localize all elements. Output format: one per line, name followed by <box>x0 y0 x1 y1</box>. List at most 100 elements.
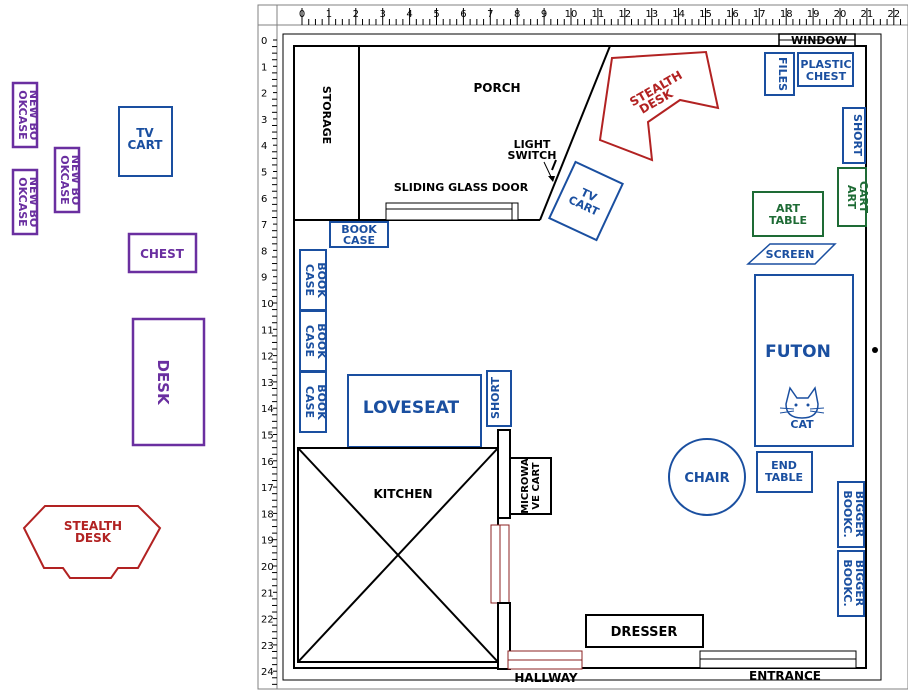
bookcase-left-1-label-2: CASE <box>303 264 316 296</box>
futon-label: FUTON <box>765 342 831 362</box>
loveseat[interactable]: LOVESEAT <box>347 374 482 448</box>
bigger-bookcase-2[interactable]: BIGGER BOOKC. <box>837 550 866 617</box>
chest-unplaced-label: CHEST <box>140 247 185 261</box>
cat-label: CAT <box>790 418 814 431</box>
stealth-desk-room[interactable]: STEALTH DESK <box>598 50 720 162</box>
bookcase-left-1[interactable]: BOOK CASE <box>299 249 328 311</box>
bookcase-left-3-label-2: CASE <box>303 386 316 418</box>
art-cart[interactable]: ART CART <box>837 167 870 227</box>
files[interactable]: FILES <box>764 52 795 96</box>
left-ruler-label: 24 <box>261 667 274 678</box>
left-ruler-label: 15 <box>261 431 274 442</box>
left-ruler-label: 21 <box>261 588 274 599</box>
left-ruler-label: 10 <box>261 299 274 310</box>
short-bookcase-top[interactable]: SHORT <box>842 107 866 164</box>
bookcase-left-2-label-1: BOOK <box>315 323 328 359</box>
tv-cart-unplaced-label-2: CART <box>128 138 164 152</box>
plastic-chest-label-1: PLASTIC <box>800 58 851 71</box>
window: WINDOW <box>778 33 856 47</box>
chair-label: CHAIR <box>684 471 729 486</box>
art-table[interactable]: ART TABLE <box>752 191 824 237</box>
left-ruler-label: 16 <box>261 457 274 468</box>
art-table-label-1: ART <box>776 202 800 215</box>
bigger-bookcase-1-label-2: BOOKC. <box>841 490 854 537</box>
screen[interactable]: SCREEN <box>746 243 837 265</box>
bookcase-top-label-1: BOOK <box>341 223 377 236</box>
entrance-label: ENTRANCE <box>749 669 821 683</box>
sliding-glass-door-label: SLIDING GLASS DOOR <box>394 181 529 194</box>
bookcase-top[interactable]: BOOK CASE <box>329 221 389 248</box>
chest-unplaced[interactable]: CHEST <box>127 232 198 274</box>
plastic-chest[interactable]: PLASTIC CHEST <box>797 52 854 87</box>
desk-unplaced[interactable]: DESK <box>131 317 206 447</box>
left-ruler-label: 6 <box>261 194 267 205</box>
left-ruler-label: 9 <box>261 273 267 284</box>
microwave-cart[interactable]: MICROWA VE CART <box>509 457 552 515</box>
left-ruler-label: 1 <box>261 62 267 73</box>
kitchen: KITCHEN <box>297 447 499 663</box>
art-cart-label-1: ART <box>845 185 858 209</box>
light-switch-label-line1: LIGHT <box>514 138 551 151</box>
left-ruler-label: 23 <box>261 641 274 652</box>
new-bookcase-a-label-1: NEW BO <box>27 90 40 140</box>
short-mid-label: SHORT <box>489 377 502 419</box>
new-bookcase-a[interactable]: NEW BO OKCASE <box>11 81 40 149</box>
bookcase-top-label-2: CASE <box>343 234 375 247</box>
loveseat-label: LOVESEAT <box>363 398 460 418</box>
files-label: FILES <box>776 57 789 91</box>
screen-label: SCREEN <box>766 248 815 261</box>
left-ruler-label: 8 <box>261 246 267 257</box>
entrance-door <box>699 650 857 669</box>
new-bookcase-b[interactable]: NEW BO OKCASE <box>11 168 40 236</box>
window-label: WINDOW <box>791 34 847 47</box>
end-table[interactable]: END TABLE <box>756 451 813 493</box>
porch-label: PORCH <box>473 81 520 95</box>
left-ruler-label: 12 <box>261 352 274 363</box>
left-ruler-label: 5 <box>261 168 267 179</box>
outlet-dot <box>872 347 878 353</box>
left-ruler-label: 7 <box>261 220 267 231</box>
new-bookcase-b-label-2: OKCASE <box>16 177 29 226</box>
stealth-desk-unplaced-label-1: STEALTH <box>64 519 122 533</box>
plastic-chest-label-2: CHEST <box>806 70 847 83</box>
bookcase-left-1-label-1: BOOK <box>315 262 328 298</box>
dresser-label: DRESSER <box>611 625 678 640</box>
storage-label: STORAGE <box>320 86 333 144</box>
light-switch-arrow-icon <box>548 176 555 182</box>
light-switch-label-line2: SWITCH <box>508 149 557 162</box>
new-bookcase-b-label-1: NEW BO <box>27 177 40 227</box>
left-ruler-label: 18 <box>261 509 274 520</box>
stealth-desk-unplaced-label-2: DESK <box>75 531 112 545</box>
left-ruler-label: 22 <box>261 615 274 626</box>
left-ruler-label: 14 <box>261 404 274 415</box>
left-ruler-label: 3 <box>261 115 267 126</box>
new-bookcase-c[interactable]: NEW BO OKCASE <box>53 146 82 214</box>
bookcase-left-3[interactable]: BOOK CASE <box>299 371 328 433</box>
left-ruler-label: 11 <box>261 325 274 336</box>
new-bookcase-c-label-2: OKCASE <box>58 155 71 204</box>
bigger-bookcase-1[interactable]: BIGGER BOOKC. <box>837 481 866 548</box>
new-bookcase-a-label-2: OKCASE <box>16 90 29 139</box>
hallway-doors <box>490 524 583 670</box>
short-bookcase-mid[interactable]: SHORT <box>486 370 512 427</box>
bigger-bookcase-2-label-2: BOOKC. <box>841 559 854 606</box>
cat: CAT <box>779 386 825 431</box>
dresser[interactable]: DRESSER <box>585 614 704 648</box>
sliding-glass-door <box>385 202 519 221</box>
left-ruler-label: 2 <box>261 89 267 100</box>
stealth-desk-unplaced[interactable]: STEALTH DESK <box>22 505 162 579</box>
microwave-cart-label-2: VE CART <box>531 462 542 509</box>
chair[interactable]: CHAIR <box>668 438 746 516</box>
desk-unplaced-label: DESK <box>154 359 172 406</box>
microwave-cart-label-1: MICROWA <box>520 458 531 514</box>
left-ruler-label: 4 <box>261 141 267 152</box>
hallway-label: HALLWAY <box>514 671 578 685</box>
art-table-label-2: TABLE <box>769 214 807 227</box>
tv-cart-unplaced[interactable]: TV CART <box>118 106 173 177</box>
end-table-label-1: END <box>771 459 797 472</box>
tv-cart-room[interactable]: TV CART <box>548 160 624 242</box>
bookcase-left-2[interactable]: BOOK CASE <box>299 310 328 372</box>
